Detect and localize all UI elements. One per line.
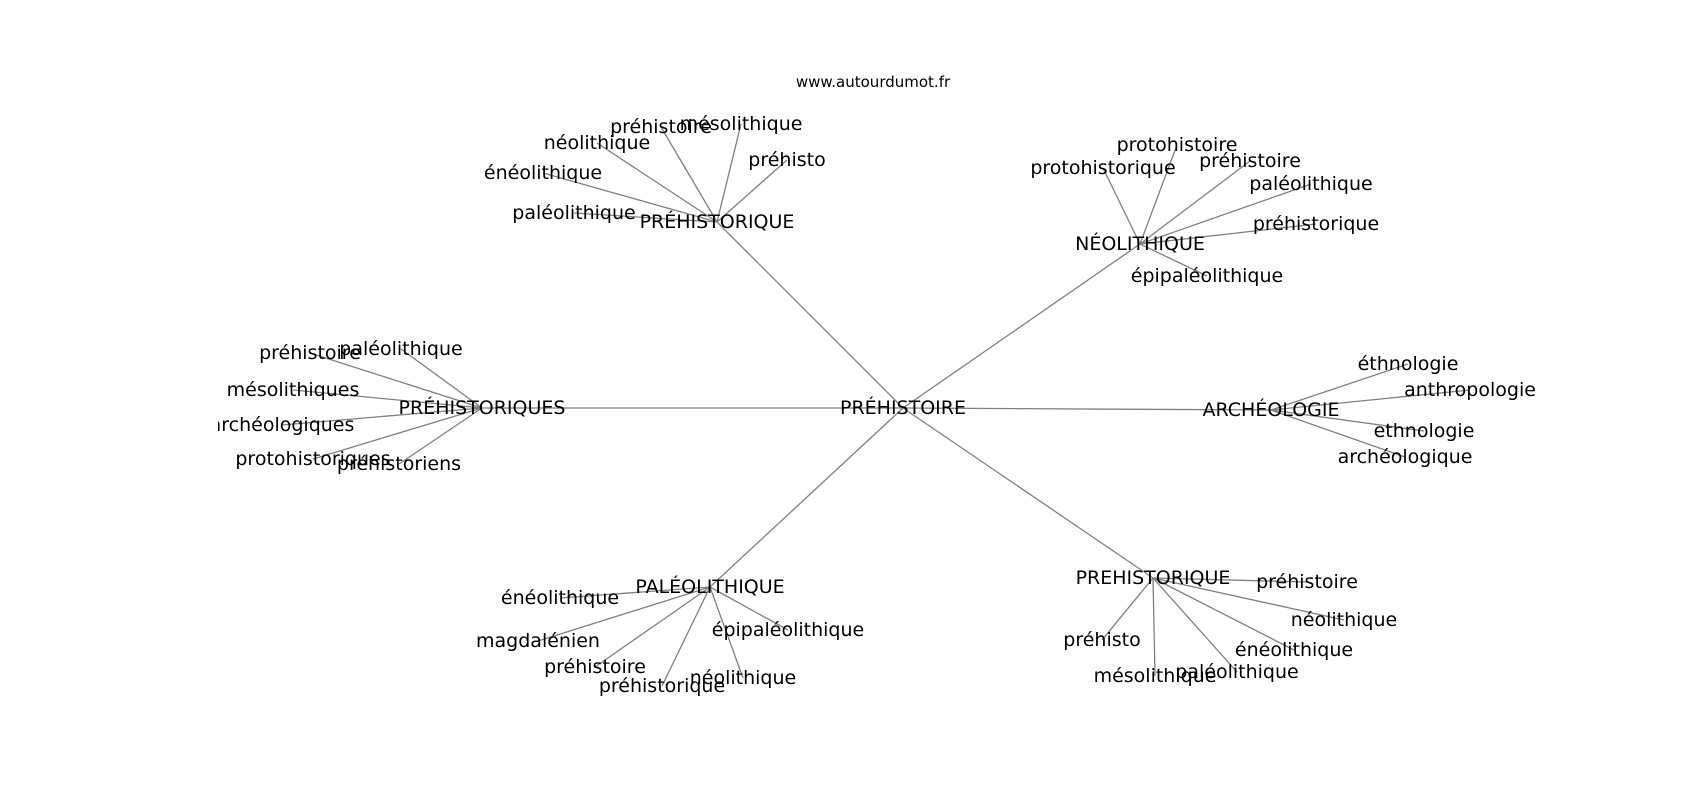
- node-leaf-prehistorique-bottom-eneolithique[interactable]: énéolithique: [1235, 639, 1353, 661]
- node-hub-archeologie[interactable]: ARCHÉOLOGIE: [1203, 398, 1340, 421]
- node-leaf-prehistoriques-archeologiques[interactable]: archéologiques: [210, 414, 355, 436]
- node-leaf-neolithique-prehistoire[interactable]: préhistoire: [1199, 150, 1301, 172]
- node-leaf-prehistoriques-mesolithiques[interactable]: mésolithiques: [227, 379, 360, 401]
- edge-neolithique-protohistorique: [1102, 167, 1141, 245]
- node-leaf-prehistorique-bottom-neolithique[interactable]: néolithique: [1291, 609, 1397, 631]
- node-leaf-paleolithique-prehistoire[interactable]: préhistoire: [544, 656, 646, 678]
- edge-neolithique-prehistorique: [1139, 223, 1317, 245]
- edge-neolithique-epipaleolithique: [1139, 243, 1208, 277]
- node-leaf-prehistorique-top-prehistoire[interactable]: préhistoire: [610, 116, 712, 138]
- edge-prehistorique-bottom-prehistoire: [1152, 577, 1308, 583]
- node-leaf-paleolithique-prehistorique[interactable]: préhistorique: [599, 675, 725, 697]
- node-leaf-prehistorique-top-neolithique[interactable]: néolithique: [544, 132, 650, 154]
- edge-paleolithique-neolithique: [709, 586, 744, 679]
- edge-root-archeologie: [902, 407, 1272, 411]
- edge-prehistorique-bottom-mesolithique: [1152, 577, 1156, 677]
- edge-neolithique-prehistoire: [1139, 160, 1251, 245]
- edge-paleolithique-epipaleolithique: [709, 586, 789, 631]
- edge-archeologie-ethnologie: [1270, 409, 1425, 432]
- edge-root-prehistorique-top: [716, 221, 904, 409]
- edge-prehistoriques-mesolithiques: [292, 389, 483, 409]
- node-leaf-prehistorique-top-mesolithique[interactable]: mésolithique: [680, 113, 803, 135]
- edge-neolithique-paleolithique: [1139, 183, 1312, 245]
- edge-prehistoriques-prehistoire: [309, 352, 483, 409]
- node-leaf-prehistoriques-paleolithique[interactable]: paléolithique: [339, 338, 462, 360]
- edge-root-prehistorique-bottom: [902, 407, 1154, 579]
- node-leaf-archeologie-ethnologie[interactable]: ethnologie: [1374, 420, 1475, 442]
- edges-layer: [281, 123, 1471, 687]
- edge-paleolithique-eneolithique: [559, 586, 711, 599]
- edge-prehistorique-top-paleolithique: [573, 212, 718, 223]
- edge-archeologie-archeologique: [1270, 409, 1406, 458]
- edge-prehistorique-bottom-neolithique: [1152, 577, 1345, 621]
- edge-paleolithique-magdalenien: [537, 586, 711, 642]
- edge-archeologie-ethnologie: [1270, 363, 1409, 411]
- node-leaf-prehistorique-bottom-prehisto[interactable]: préhisto: [1063, 629, 1140, 651]
- edge-prehistoriques-prehistoriens: [398, 407, 483, 465]
- edge-prehistoriques-paleolithique: [400, 348, 483, 409]
- node-leaf-neolithique-protohistoire[interactable]: protohistoire: [1117, 134, 1238, 156]
- node-leaf-prehistorique-top-eneolithique[interactable]: énéolithique: [484, 162, 602, 184]
- node-leaf-archeologie-anthropologie[interactable]: anthropologie: [1404, 379, 1536, 401]
- node-leaf-prehistorique-bottom-prehistoire[interactable]: préhistoire: [1256, 571, 1358, 593]
- edge-root-neolithique: [902, 243, 1141, 409]
- node-leaf-prehistorique-top-paleolithique[interactable]: paléolithique: [512, 202, 635, 224]
- edge-prehistoriques-archeologiques: [281, 407, 483, 426]
- edge-prehistorique-top-prehistoire: [660, 126, 718, 223]
- node-leaf-prehistoriques-prehistoriens[interactable]: préhistoriens: [337, 453, 461, 475]
- node-leaf-paleolithique-magdalenien[interactable]: magdalénien: [476, 630, 600, 652]
- node-leaf-neolithique-protohistorique[interactable]: protohistorique: [1030, 157, 1175, 179]
- node-leaf-paleolithique-eneolithique[interactable]: énéolithique: [501, 587, 619, 609]
- node-hub-prehistorique-top[interactable]: PRÉHISTORIQUE: [640, 210, 795, 233]
- edge-neolithique-protohistoire: [1139, 144, 1178, 245]
- edge-prehistorique-top-prehisto: [716, 159, 788, 223]
- edge-prehistorique-bottom-prehisto: [1101, 577, 1154, 641]
- source-credit: www.autourdumot.fr: [796, 73, 951, 91]
- node-leaf-neolithique-paleolithique[interactable]: paléolithique: [1249, 173, 1372, 195]
- edge-prehistorique-top-mesolithique: [716, 123, 742, 223]
- node-leaf-archeologie-archeologique[interactable]: archéologique: [1338, 446, 1473, 468]
- edge-root-paleolithique: [709, 407, 904, 588]
- node-leaf-prehistorique-top-prehisto[interactable]: préhisto: [748, 149, 825, 171]
- node-leaf-paleolithique-neolithique[interactable]: néolithique: [690, 667, 796, 689]
- edge-prehistorique-top-neolithique: [596, 142, 718, 223]
- edge-prehistoriques-protohistoriques: [312, 407, 483, 460]
- node-leaf-prehistoriques-protohistoriques[interactable]: protohistoriques: [235, 448, 390, 470]
- edge-prehistorique-top-eneolithique: [542, 172, 718, 223]
- edge-archeologie-anthropologie: [1270, 389, 1471, 411]
- node-leaf-prehistorique-bottom-mesolithique[interactable]: mésolithique: [1094, 665, 1217, 687]
- node-root-prehistoire[interactable]: PRÉHISTOIRE: [840, 396, 966, 419]
- node-hub-paleolithique[interactable]: PALÉOLITHIQUE: [635, 575, 784, 598]
- edge-paleolithique-prehistorique: [661, 586, 711, 687]
- node-leaf-neolithique-epipaleolithique[interactable]: épipaléolithique: [1131, 265, 1283, 287]
- node-leaf-prehistoriques-prehistoire[interactable]: préhistoire: [259, 342, 361, 364]
- node-leaf-paleolithique-epipaleolithique[interactable]: épipaléolithique: [712, 619, 864, 641]
- node-leaf-prehistorique-bottom-paleolithique[interactable]: paléolithique: [1175, 661, 1298, 683]
- edge-prehistorique-bottom-eneolithique: [1152, 577, 1295, 651]
- edge-paleolithique-prehistoire: [594, 586, 711, 668]
- edge-prehistorique-bottom-paleolithique: [1152, 577, 1238, 673]
- node-hub-prehistoriques[interactable]: PRÉHISTORIQUES: [399, 396, 566, 419]
- node-hub-prehistorique-bottom[interactable]: PREHISTORIQUE: [1076, 567, 1231, 589]
- labels-layer: PRÉHISTOIREPRÉHISTORIQUEpréhistoiremésol…: [210, 113, 1536, 697]
- node-hub-neolithique[interactable]: NÉOLITHIQUE: [1075, 232, 1205, 255]
- node-leaf-archeologie-ethnologie[interactable]: éthnologie: [1358, 353, 1459, 375]
- node-leaf-neolithique-prehistorique[interactable]: préhistorique: [1253, 213, 1379, 235]
